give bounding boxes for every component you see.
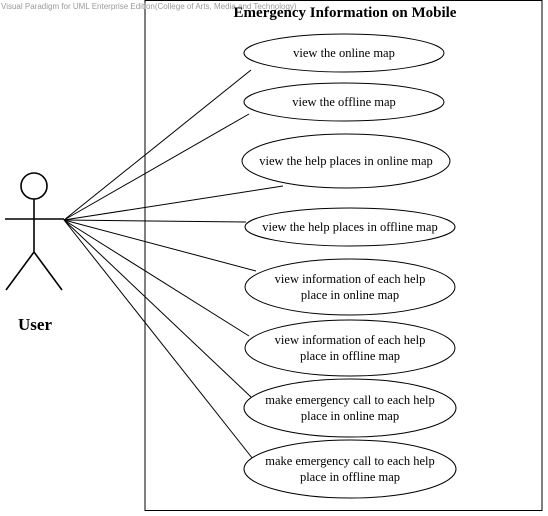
use-case-ellipse (244, 258, 456, 316)
use-case-ellipse (243, 378, 457, 438)
use-case-label: place in offline map (300, 349, 400, 363)
use-case-ellipse (244, 207, 456, 247)
watermark-text: Visual Paradigm for UML Enterprise Editi… (1, 2, 297, 11)
use-case[interactable]: make emergency call to each help place in… (243, 378, 457, 438)
use-case-label: view the offline map (292, 95, 396, 109)
actor-head (20, 172, 48, 200)
use-case-label: make emergency call to each help (265, 393, 434, 407)
system-boundary (144, 0, 543, 511)
actor-user[interactable]: User (5, 172, 64, 334)
association-line (63, 219, 257, 272)
use-case-label: place in online map (301, 409, 399, 423)
use-case-ellipse (241, 133, 451, 189)
use-case[interactable]: view information of each help place in of… (244, 319, 456, 377)
association-line (63, 219, 247, 223)
use-case-label: place in online map (301, 288, 399, 302)
association-line (63, 113, 250, 221)
association-line (63, 219, 252, 398)
association-line (63, 69, 252, 221)
system-title: Emergency Information on Mobile (234, 5, 457, 21)
use-case[interactable]: view the help places in offline map (244, 207, 456, 247)
use-case-label: view the help places in offline map (262, 220, 437, 234)
use-cases: view the online map view the offline map v… (241, 33, 457, 499)
actor-name: User (18, 315, 52, 334)
use-case[interactable]: view the help places in online map (241, 133, 451, 189)
use-case-label: view the online map (293, 46, 395, 60)
use-case[interactable]: view the offline map (243, 82, 445, 122)
actor-left-leg (5, 251, 35, 291)
association-line (63, 219, 254, 460)
use-case[interactable]: make emergency call to each help place in… (243, 439, 457, 499)
use-case-ellipse (243, 33, 445, 73)
actor-right-leg (33, 251, 63, 291)
use-case-label: view information of each help (275, 272, 426, 286)
use-case-label: make emergency call to each help (265, 454, 434, 468)
association-line (63, 185, 284, 221)
use-case-label: view the help places in online map (259, 154, 433, 168)
use-case[interactable]: view the online map (243, 33, 445, 73)
use-case-ellipse (243, 439, 457, 499)
associations (63, 69, 284, 460)
use-case-ellipse (244, 319, 456, 377)
association-line (63, 219, 250, 337)
use-case[interactable]: view information of each help place in on… (244, 258, 456, 316)
use-case-label: place in offline map (300, 470, 400, 484)
use-case-label: view information of each help (275, 333, 426, 347)
use-case-ellipse (243, 82, 445, 122)
